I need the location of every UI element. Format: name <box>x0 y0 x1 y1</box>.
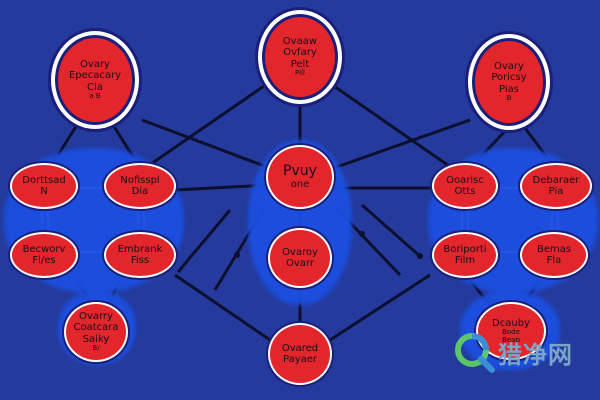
node-top-left-line3: Cia <box>87 81 103 93</box>
node-left-r1-b: Nofisspl Dia <box>104 163 176 209</box>
node-right-r2-a: Boriporti Film <box>432 232 498 278</box>
node-right-r2-b: Bemas Fla <box>520 232 588 278</box>
node-right-bottom-line1: Dcauby <box>492 317 530 329</box>
node-left-r2-b-line1: Embrank <box>117 243 163 255</box>
edge <box>361 203 423 260</box>
node-left-r1-a: Dorttsad N <box>10 163 78 209</box>
edge <box>329 273 431 342</box>
node-center-top-line2: one <box>290 179 310 191</box>
edge <box>134 73 281 177</box>
node-right-r2-a-line2: Film <box>454 255 476 266</box>
edge <box>141 118 276 172</box>
node-right-bottom: Dcauby Bode Beap <box>476 302 546 360</box>
magnifier-q-logo-icon <box>455 333 495 373</box>
node-right-bottom-line3: Beap <box>502 335 520 344</box>
node-left-r1-b-line1: Nofisspl <box>120 174 160 186</box>
node-right-r1-b-line2: Pia <box>548 186 564 197</box>
node-center-mid-line2: Ovarr <box>286 258 314 269</box>
node-left-bottom-line2: Coatcara <box>73 322 119 334</box>
node-left-r2-a-line2: Fl/es <box>32 255 56 266</box>
node-right-r1-a-line1: Ooarisc <box>446 174 484 186</box>
node-left-bottom: Ovarry Coatcara Saiky B/ <box>64 302 128 362</box>
node-left-bottom-line1: Ovarry <box>79 311 113 323</box>
edge <box>327 118 471 172</box>
node-top-right-line4: B <box>506 93 512 102</box>
node-right-r1-a-line2: Otts <box>454 186 476 197</box>
node-right-r1-b-line1: Debaraer <box>532 174 580 186</box>
node-right-bottom-line2: Bode <box>502 327 520 336</box>
node-top-center-line1: Ovaaw <box>282 36 318 48</box>
node-center-top: Pvuy one <box>266 145 334 209</box>
node-left-r2-b: Embrank Fiss <box>104 232 176 278</box>
node-left-bottom-line3: Saiky <box>82 333 110 345</box>
node-top-right: Ovary Poricsy Pias B <box>472 38 546 126</box>
node-top-right-line1: Ovary <box>494 61 524 73</box>
node-center-mid: Ovaroy Ovarr <box>268 228 332 288</box>
node-top-left-line4: a B <box>89 91 101 100</box>
node-left-r2-b-line2: Fiss <box>130 255 150 266</box>
edge <box>176 209 232 273</box>
edge-dot <box>234 252 240 258</box>
node-center-mid-line1: Ovaroy <box>282 246 318 258</box>
node-center-bottom-line2: Payaer <box>282 354 318 365</box>
node-top-right-line2: Poricsy <box>491 72 527 84</box>
edge <box>174 273 271 342</box>
node-top-left: Ovary Epecacary Cia a B <box>55 35 135 125</box>
watermark-text: 猎净网 <box>498 340 573 369</box>
node-left-r2-a: Becworv Fl/es <box>10 232 78 278</box>
node-center-bottom: Ovared Payaer <box>268 323 332 385</box>
node-top-right-line3: Pias <box>499 83 519 95</box>
edge-dot <box>417 253 423 259</box>
node-top-left-line2: Epecacary <box>68 70 122 82</box>
node-left-r1-a-line1: Dorttsad <box>22 174 66 186</box>
node-right-r1-a: Ooarisc Otts <box>432 163 498 209</box>
node-left-bottom-line4: B/ <box>92 343 100 352</box>
node-top-left-line1: Ovary <box>80 59 110 71</box>
edge <box>317 73 463 177</box>
node-top-center-line2: Ovfary <box>283 47 317 59</box>
node-top-center: Ovaaw Ovfary Pelt Pill <box>262 14 338 100</box>
node-left-r1-a-line2: N <box>40 186 48 197</box>
node-top-center-line4: Pill <box>295 68 305 77</box>
node-center-bottom-line1: Ovared <box>281 342 319 354</box>
node-center-top-line1: Pvuy <box>283 162 317 179</box>
node-right-r2-b-line1: Bemas <box>536 243 572 255</box>
edge-dot <box>359 231 365 237</box>
node-left-r2-a-line1: Becworv <box>22 243 66 255</box>
node-top-center-line3: Pelt <box>290 58 310 70</box>
node-right-r1-b: Debaraer Pia <box>520 163 592 209</box>
node-right-r2-a-line1: Boriporti <box>443 243 487 255</box>
node-left-r1-b-line2: Dia <box>131 186 149 197</box>
node-right-r2-b-line2: Fla <box>546 255 562 266</box>
